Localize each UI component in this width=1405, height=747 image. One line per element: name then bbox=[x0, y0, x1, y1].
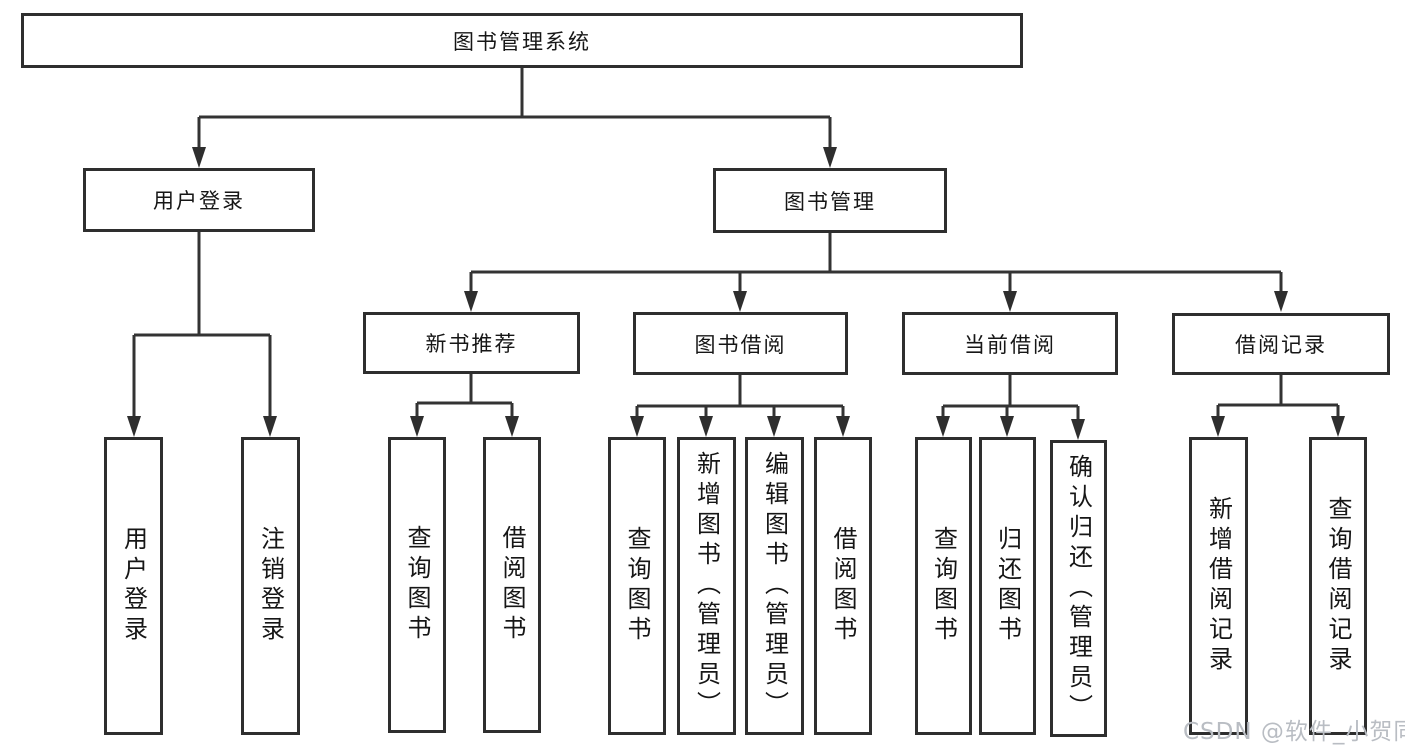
leaf-label: 新增借阅记录 bbox=[1204, 496, 1233, 676]
leaf-user-login: 用户登录 bbox=[104, 437, 163, 735]
leaf-query-books-borrow: 查询图书 bbox=[608, 437, 666, 735]
leaf-borrow-books: 借阅图书 bbox=[814, 437, 872, 735]
leaf-label: 编辑图书（管理员） bbox=[760, 451, 789, 721]
arrowheads bbox=[127, 147, 1345, 440]
leaf-edit-books-admin: 编辑图书（管理员） bbox=[745, 437, 804, 735]
node-borrowing-records: 借阅记录 bbox=[1172, 313, 1390, 375]
leaf-confirm-return-admin: 确认归还（管理员） bbox=[1050, 440, 1107, 737]
leaf-add-books-admin: 新增图书（管理员） bbox=[677, 437, 736, 735]
leaf-logout: 注销登录 bbox=[241, 437, 300, 735]
leaf-query-books-current: 查询图书 bbox=[915, 437, 972, 735]
node-label: 当前借阅 bbox=[964, 332, 1056, 357]
leaf-label: 用户登录 bbox=[119, 526, 148, 646]
node-new-book-recommendation: 新书推荐 bbox=[363, 312, 580, 374]
node-label: 新书推荐 bbox=[425, 332, 518, 356]
leaf-label: 查询借阅记录 bbox=[1324, 496, 1352, 676]
leaf-add-borrow-record: 新增借阅记录 bbox=[1189, 437, 1248, 735]
node-label: 图书管理 bbox=[784, 189, 876, 214]
leaf-label: 借阅图书 bbox=[498, 525, 526, 645]
node-book-borrowing: 图书借阅 bbox=[633, 312, 848, 375]
leaf-label: 归还图书 bbox=[993, 526, 1022, 646]
csdn-watermark: CSDN @软件_小贺同学 bbox=[1183, 719, 1405, 745]
node-label: 借阅记录 bbox=[1235, 333, 1327, 357]
leaf-return-books: 归还图书 bbox=[979, 437, 1036, 735]
leaf-label: 确认归还（管理员） bbox=[1064, 453, 1093, 724]
node-label: 图书借阅 bbox=[694, 332, 787, 357]
leaf-label: 借阅图书 bbox=[829, 526, 857, 646]
leaf-query-borrow-record: 查询借阅记录 bbox=[1309, 437, 1367, 735]
node-library-management-system: 图书管理系统 bbox=[21, 13, 1023, 68]
leaf-query-books-recommend: 查询图书 bbox=[388, 437, 446, 733]
node-book-management: 图书管理 bbox=[713, 168, 947, 233]
leaf-borrow-books-recommend: 借阅图书 bbox=[483, 437, 541, 733]
leaf-label: 查询图书 bbox=[403, 525, 431, 645]
node-label: 图书管理系统 bbox=[453, 29, 591, 54]
node-label: 用户登录 bbox=[153, 189, 245, 213]
leaf-label: 查询图书 bbox=[623, 526, 651, 646]
leaf-label: 注销登录 bbox=[256, 526, 285, 646]
leaf-label: 查询图书 bbox=[929, 526, 958, 646]
node-user-login: 用户登录 bbox=[83, 168, 315, 232]
node-current-borrowing: 当前借阅 bbox=[902, 312, 1118, 375]
leaf-label: 新增图书（管理员） bbox=[692, 451, 721, 721]
